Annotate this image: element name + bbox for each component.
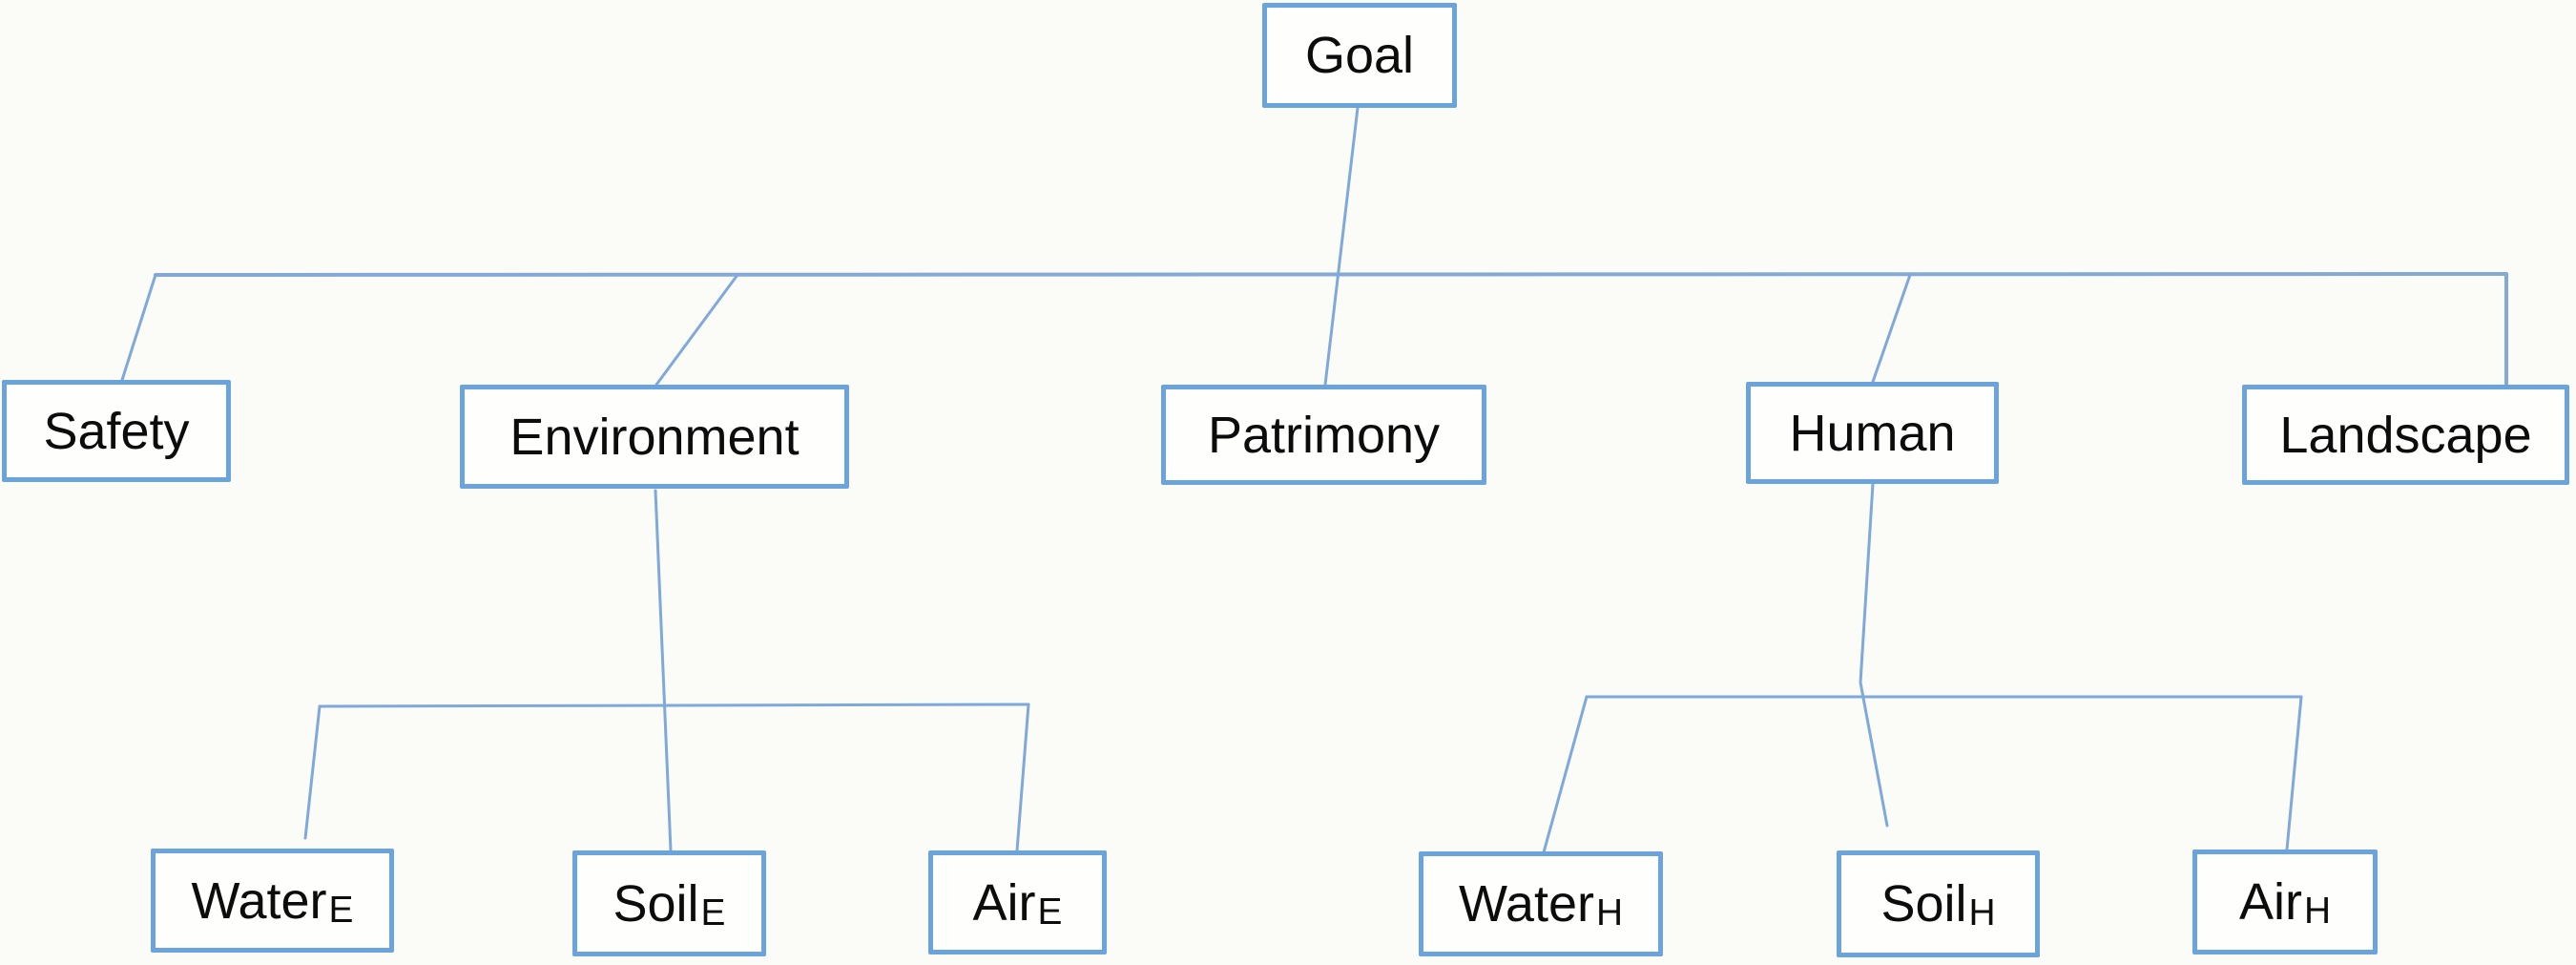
node-safety: Safety — [2, 380, 231, 482]
connector-human-to-soil-h — [1859, 482, 1889, 828]
node-goal: Goal — [1262, 3, 1457, 108]
node-soil-h-subscript: H — [1968, 892, 1996, 934]
connector-bus-to-human — [1871, 273, 1912, 384]
node-human-label: Human — [1789, 404, 1956, 462]
connector-main-bus — [154, 272, 2508, 277]
node-landscape: Landscape — [2242, 385, 2569, 485]
node-air-e-subscript: E — [1037, 891, 1063, 933]
node-air-h-label: Air — [2238, 873, 2302, 931]
node-air-e-label: Air — [972, 873, 1036, 932]
node-water-h-subscript: H — [1595, 892, 1624, 934]
node-patrimony: Patrimony — [1161, 385, 1486, 485]
node-water-h-label: Water — [1458, 875, 1594, 933]
connector-goal-to-patrimony — [1323, 106, 1360, 387]
node-water-e-subscript: E — [328, 889, 354, 931]
node-human: Human — [1746, 382, 1999, 484]
connector-subbus-to-air-h — [2285, 695, 2303, 851]
node-water-e-label: Water — [191, 871, 327, 930]
node-environment-label: Environment — [509, 408, 800, 466]
node-air-h-subscript: H — [2303, 891, 2332, 933]
connector-bus-to-safety — [120, 273, 157, 382]
connector-environment-subbus — [318, 703, 1030, 708]
node-goal-label: Goal — [1304, 27, 1415, 84]
node-soil-e-label: Soil — [613, 874, 699, 933]
node-soil-e-subscript: E — [700, 892, 726, 934]
node-soil-h-label: Soil — [1880, 875, 1967, 933]
connector-bus-to-environment — [654, 273, 739, 387]
connector-subbus-to-water-e — [303, 704, 322, 840]
connector-environment-to-soil-e — [654, 489, 673, 852]
node-landscape-label: Landscape — [2279, 406, 2532, 464]
node-environment: Environment — [460, 385, 849, 489]
node-patrimony-label: Patrimony — [1207, 406, 1441, 464]
connector-subbus-to-water-h — [1542, 695, 1589, 854]
connector-subbus-to-air-e — [1015, 703, 1030, 852]
node-safety-label: Safety — [43, 402, 190, 460]
